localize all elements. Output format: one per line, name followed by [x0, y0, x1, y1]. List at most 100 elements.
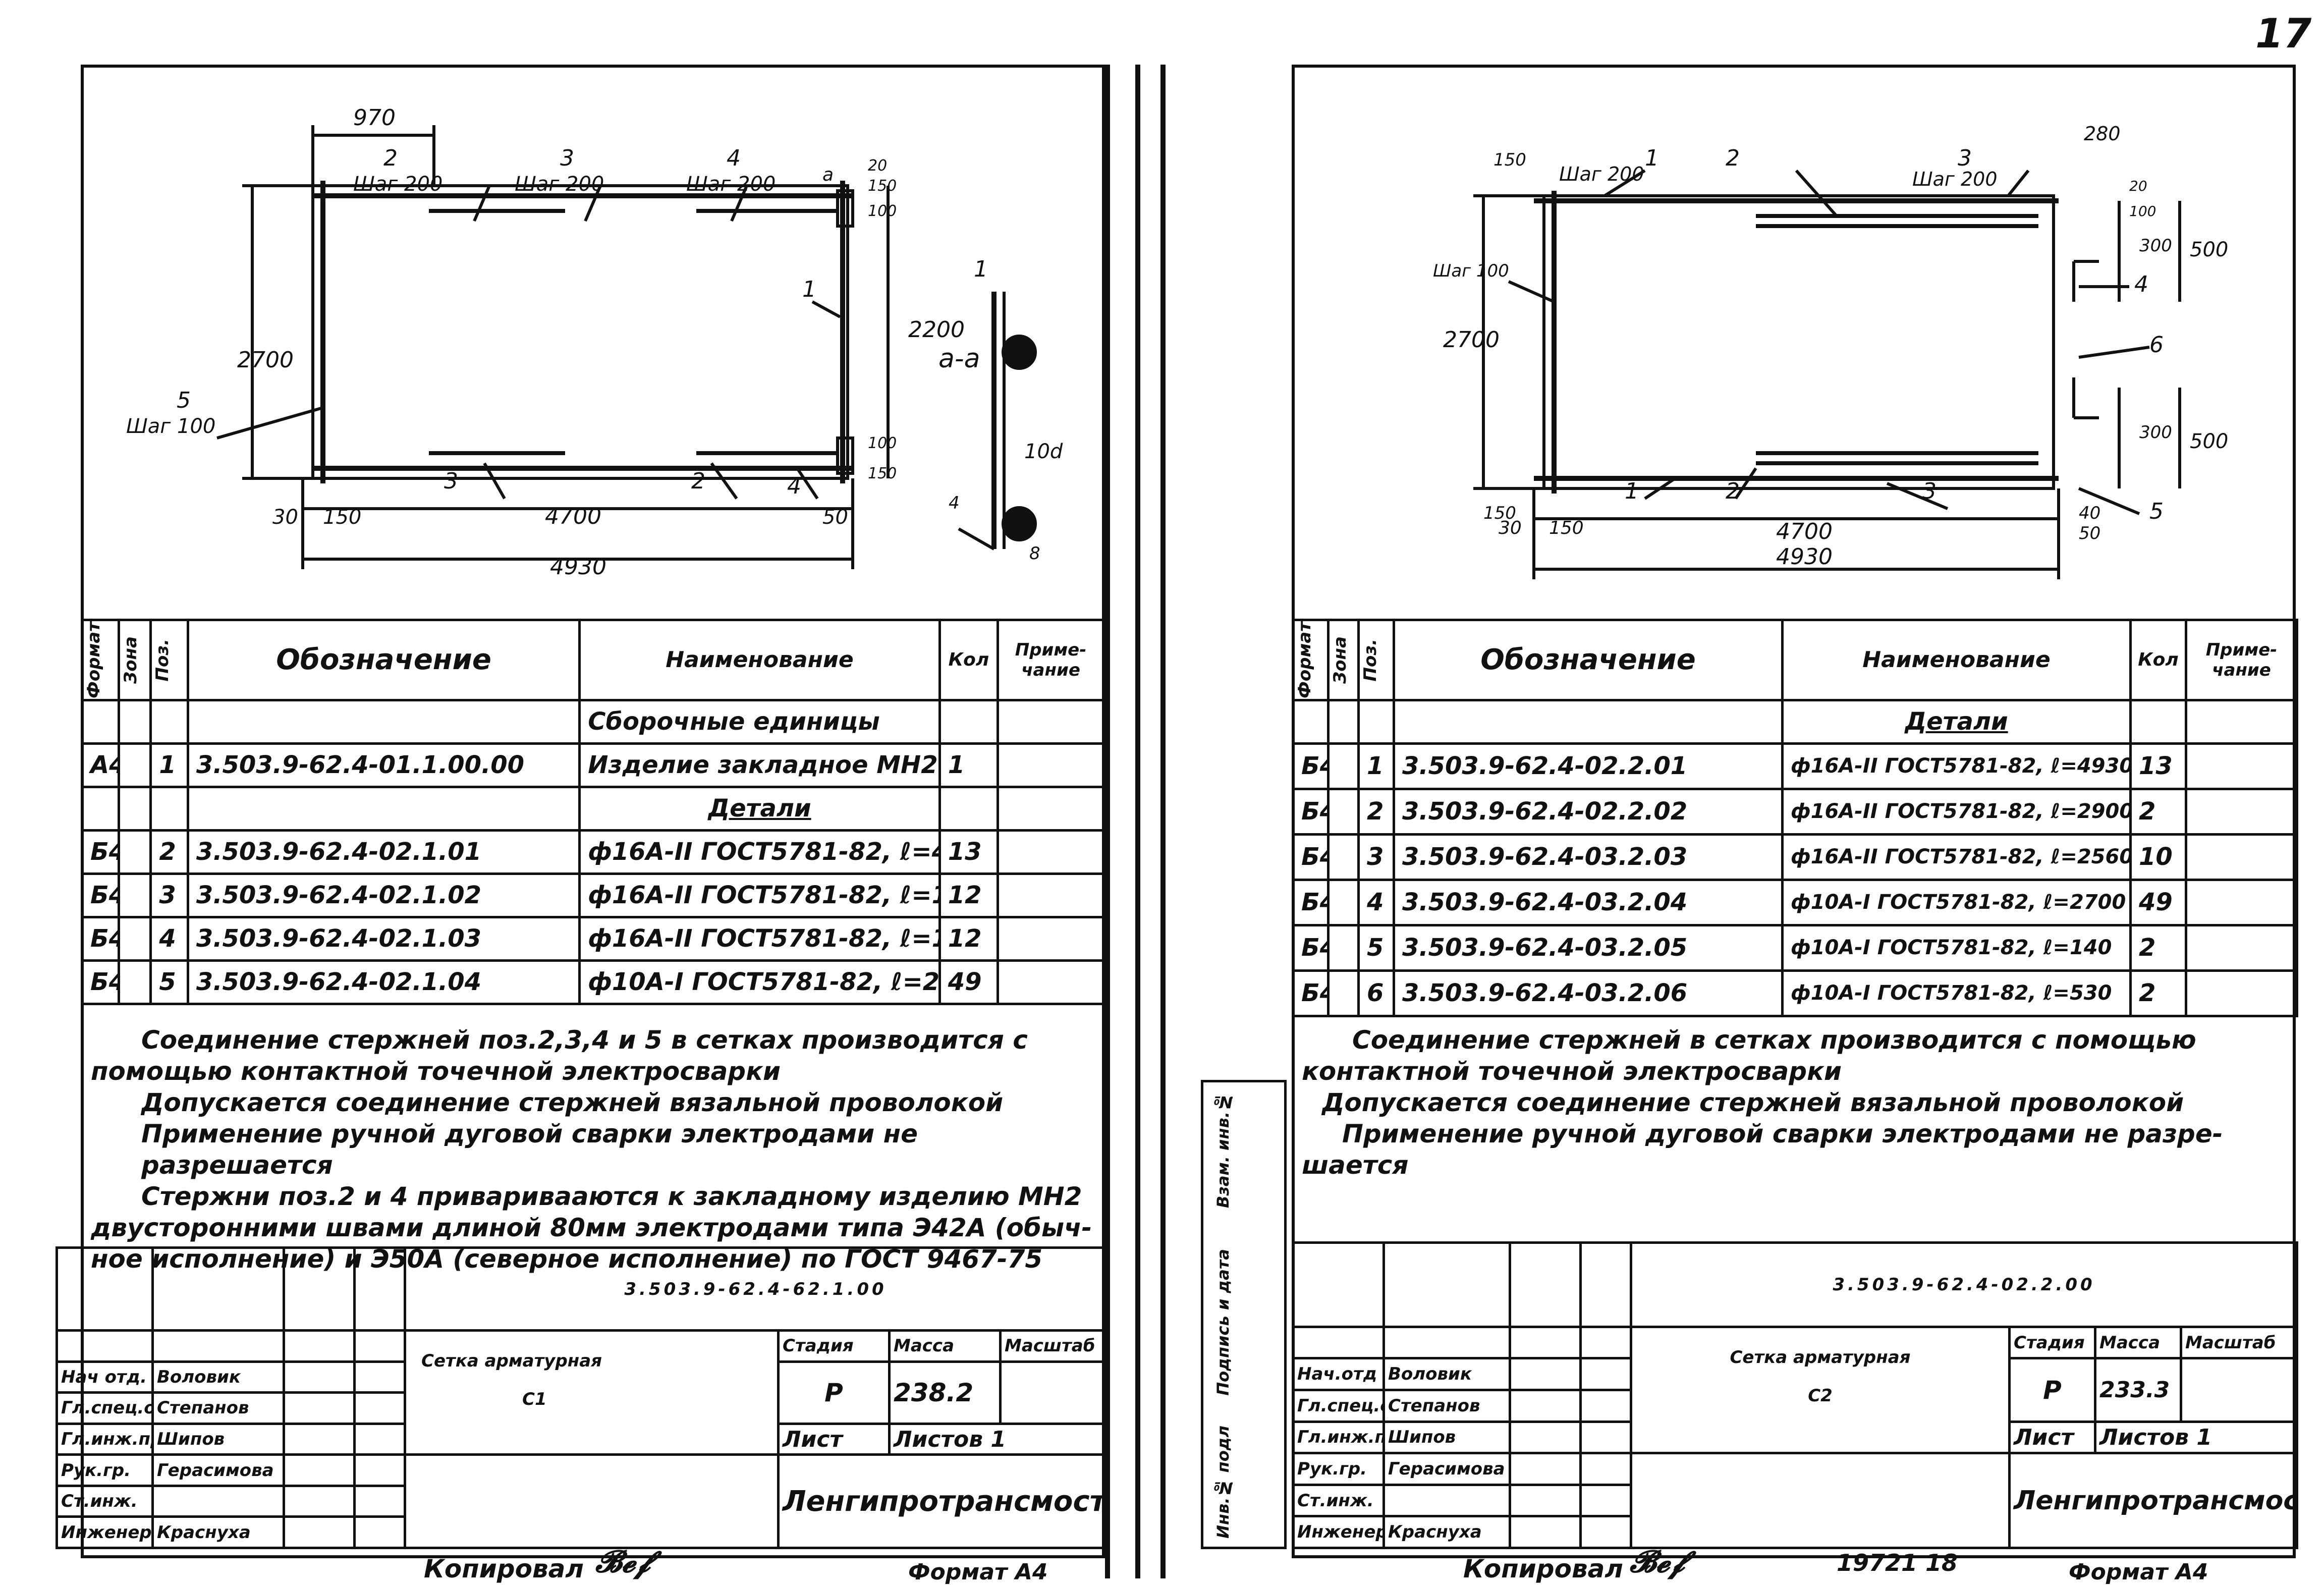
- people-row: Рук.гр.Герасимова Ленгипротрансмост: [56, 1453, 1108, 1549]
- svg-text:10d: 10d: [1024, 440, 1063, 463]
- svg-text:1: 1: [1645, 145, 1659, 171]
- svg-text:150: 150: [868, 465, 897, 482]
- svg-text:50: 50: [822, 506, 848, 529]
- svg-text:300: 300: [2139, 422, 2172, 443]
- svg-text:4: 4: [787, 473, 801, 499]
- svg-text:2: 2: [691, 468, 705, 494]
- svg-text:4700: 4700: [1776, 519, 1833, 544]
- inventory-number: 19721 18: [1837, 1549, 1958, 1576]
- svg-text:4930: 4930: [1776, 544, 1833, 570]
- svg-text:Шаг 100: Шаг 100: [1433, 261, 1509, 281]
- right-spec-table: Формат Зона Поз. Обозначение Наименовани…: [1292, 619, 2298, 1017]
- people-row: Ст.инж.: [56, 1484, 1106, 1518]
- svg-text:2700: 2700: [1443, 327, 1500, 353]
- center-divider: [1160, 65, 1166, 1578]
- svg-text:Шаг 200: Шаг 200: [353, 173, 442, 196]
- center-divider: [1105, 65, 1110, 1578]
- svg-text:4700: 4700: [545, 504, 601, 529]
- svg-text:280: 280: [2084, 123, 2121, 145]
- svg-text:4930: 4930: [550, 554, 606, 580]
- svg-text:Шаг 200: Шаг 200: [1559, 163, 1644, 185]
- svg-text:Шаг 200: Шаг 200: [1912, 168, 1998, 190]
- people-row: Рук.гр.Герасимова Ленгипротрансмост: [1292, 1452, 2299, 1549]
- left-copied-signature: 𝓑𝓮𝓯: [595, 1544, 651, 1579]
- svg-text:150: 150: [1493, 150, 1526, 170]
- svg-text:100: 100: [868, 202, 897, 220]
- side-stamp: Взам. инв.№ Подпись и дата Инв.№ подл: [1201, 1080, 1287, 1549]
- svg-text:3: 3: [1922, 478, 1936, 504]
- svg-text:20: 20: [868, 157, 887, 175]
- right-format-label: Формат А4: [2069, 1559, 2208, 1585]
- svg-text:Шаг 100: Шаг 100: [126, 415, 215, 438]
- svg-text:150: 150: [868, 177, 897, 195]
- svg-text:100: 100: [2129, 203, 2156, 220]
- svg-text:4: 4: [2134, 271, 2148, 297]
- svg-text:1: 1: [1625, 478, 1639, 504]
- svg-text:Шаг 200: Шаг 200: [686, 173, 776, 196]
- right-notes: Соединение стержней в сетках производитс…: [1302, 1025, 2223, 1180]
- svg-text:2700: 2700: [237, 347, 294, 373]
- right-drawing: 150 280 20 100 300 500 2700 300 500 150 …: [1433, 123, 2228, 579]
- svg-text:3: 3: [444, 468, 458, 494]
- svg-text:100: 100: [868, 434, 897, 452]
- svg-text:30: 30: [272, 506, 298, 529]
- left-notes: Соединение стержней поз.2,3,4 и 5 в сетк…: [91, 1025, 1092, 1274]
- left-spec-table: Формат Зона Поз. Обозначение Наименовани…: [80, 619, 1105, 1005]
- svg-text:Шаг 200: Шаг 200: [515, 173, 604, 196]
- svg-text:6: 6: [2149, 332, 2164, 358]
- left-copied-label: Копировал: [424, 1554, 584, 1583]
- svg-text:150: 150: [1549, 518, 1584, 538]
- svg-text:30: 30: [1499, 518, 1522, 538]
- svg-text:500: 500: [2190, 238, 2228, 261]
- right-copied-signature: 𝓑𝓮𝓯: [1630, 1544, 1685, 1579]
- svg-text:300: 300: [2139, 236, 2172, 256]
- svg-text:3: 3: [560, 145, 574, 171]
- svg-text:970: 970: [353, 105, 396, 131]
- mesh-outline: [311, 184, 849, 480]
- svg-text:50: 50: [2079, 523, 2100, 543]
- svg-text:2: 2: [1726, 478, 1740, 504]
- svg-text:а-а: а-а: [938, 344, 980, 374]
- svg-text:а: а: [822, 165, 834, 185]
- svg-text:2: 2: [383, 145, 398, 171]
- svg-text:2200: 2200: [908, 317, 965, 343]
- svg-text:500: 500: [2190, 430, 2228, 453]
- svg-text:150: 150: [1483, 503, 1516, 523]
- left-drawing: 970 20 150 100 2200 2700 100 150 30 150 …: [126, 105, 1063, 580]
- svg-text:40: 40: [2079, 503, 2100, 523]
- svg-text:4: 4: [949, 493, 960, 513]
- svg-text:1: 1: [802, 277, 816, 302]
- people-row: Гл.спец.отдСтепанов: [1292, 1389, 2297, 1423]
- center-divider: [1135, 65, 1140, 1578]
- svg-text:5: 5: [177, 388, 191, 413]
- svg-text:20: 20: [2129, 178, 2147, 194]
- svg-text:2: 2: [1726, 145, 1740, 171]
- svg-text:8: 8: [1029, 543, 1040, 564]
- svg-text:5: 5: [2149, 499, 2164, 524]
- left-format-label: Формат А4: [908, 1559, 1048, 1585]
- svg-text:4: 4: [727, 145, 741, 171]
- people-row: Ст.инж.: [1292, 1483, 2297, 1518]
- people-row: Гл.спец.отдСтепанов: [56, 1391, 1106, 1425]
- svg-text:150: 150: [323, 506, 361, 529]
- svg-text:1: 1: [974, 256, 988, 282]
- right-copied-label: Копировал: [1463, 1554, 1623, 1583]
